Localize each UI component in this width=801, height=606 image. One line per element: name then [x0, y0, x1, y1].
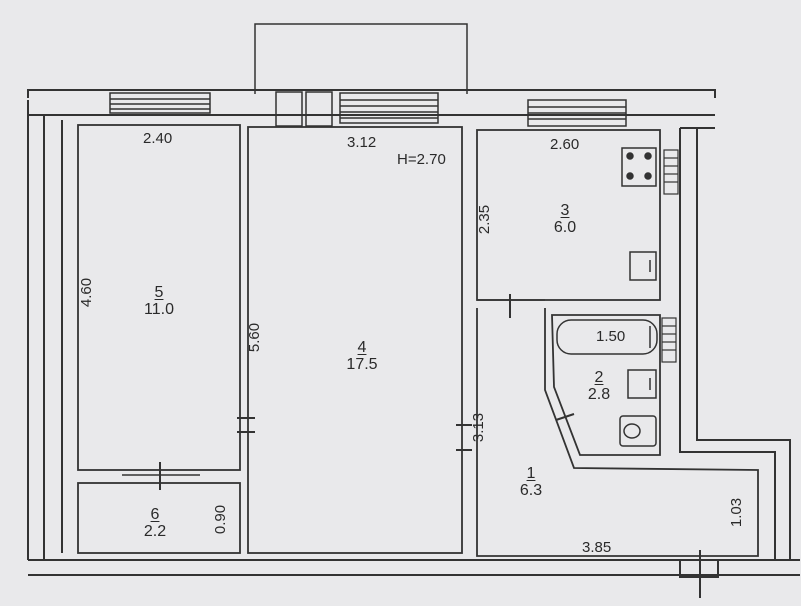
door-icon [159, 294, 719, 598]
dim-hall-length: 3.13 [470, 412, 488, 443]
room-4-area: 17.5 [346, 355, 378, 373]
room-4-outline [247, 126, 463, 554]
room-5-area: 11.0 [144, 300, 174, 318]
room-5-number: 5 [154, 284, 164, 301]
dim-hall-depth: 1.03 [728, 497, 746, 528]
room-6-label: 6 2.2 [125, 506, 185, 541]
room-1-number: 1 [526, 465, 536, 482]
dim-room4-length: 5.60 [246, 322, 264, 353]
room-1-outline [476, 308, 759, 557]
dim-room3-width: 2.60 [550, 136, 580, 153]
toilet-icon [619, 415, 657, 447]
dim-hall-width: 3.85 [582, 539, 612, 556]
room-3-number: 3 [560, 202, 570, 219]
room-2-label: 2 2.8 [569, 369, 629, 404]
room-3-area: 6.0 [553, 218, 577, 236]
room-2-number: 2 [594, 369, 604, 386]
room-2-outline [551, 314, 661, 456]
dim-room6-depth: 0.90 [212, 504, 230, 535]
dim-bath-width: 1.50 [596, 328, 626, 345]
dim-room4-width: 3.12 [347, 134, 377, 151]
sink-icon [629, 251, 657, 281]
washbasin-icon [627, 369, 657, 399]
ceiling-height-label: H=2.70 [397, 151, 446, 168]
dim-room3-length: 2.35 [476, 204, 494, 235]
dim-room5-length: 4.60 [78, 277, 96, 308]
room-1-area: 6.3 [519, 481, 543, 499]
room-1-label: 1 6.3 [501, 465, 561, 500]
room-3-outline [476, 129, 661, 301]
room-4-label: 4 17.5 [332, 339, 392, 374]
room-6-area: 2.2 [143, 522, 167, 540]
partition-walls [122, 299, 545, 476]
stove-icon [621, 147, 657, 187]
room-4-number: 4 [357, 339, 367, 356]
window-icon [109, 91, 627, 127]
room-6-number: 6 [150, 506, 160, 523]
dim-room5-width: 2.40 [143, 130, 173, 147]
room-3-label: 3 6.0 [535, 202, 595, 237]
room-5-label: 5 11.0 [129, 284, 189, 319]
room-2-area: 2.8 [587, 385, 611, 403]
balcony-outline [254, 23, 468, 94]
radiator-icon [661, 149, 679, 363]
outer-walls [27, 89, 800, 576]
bathtub-icon [556, 319, 658, 355]
